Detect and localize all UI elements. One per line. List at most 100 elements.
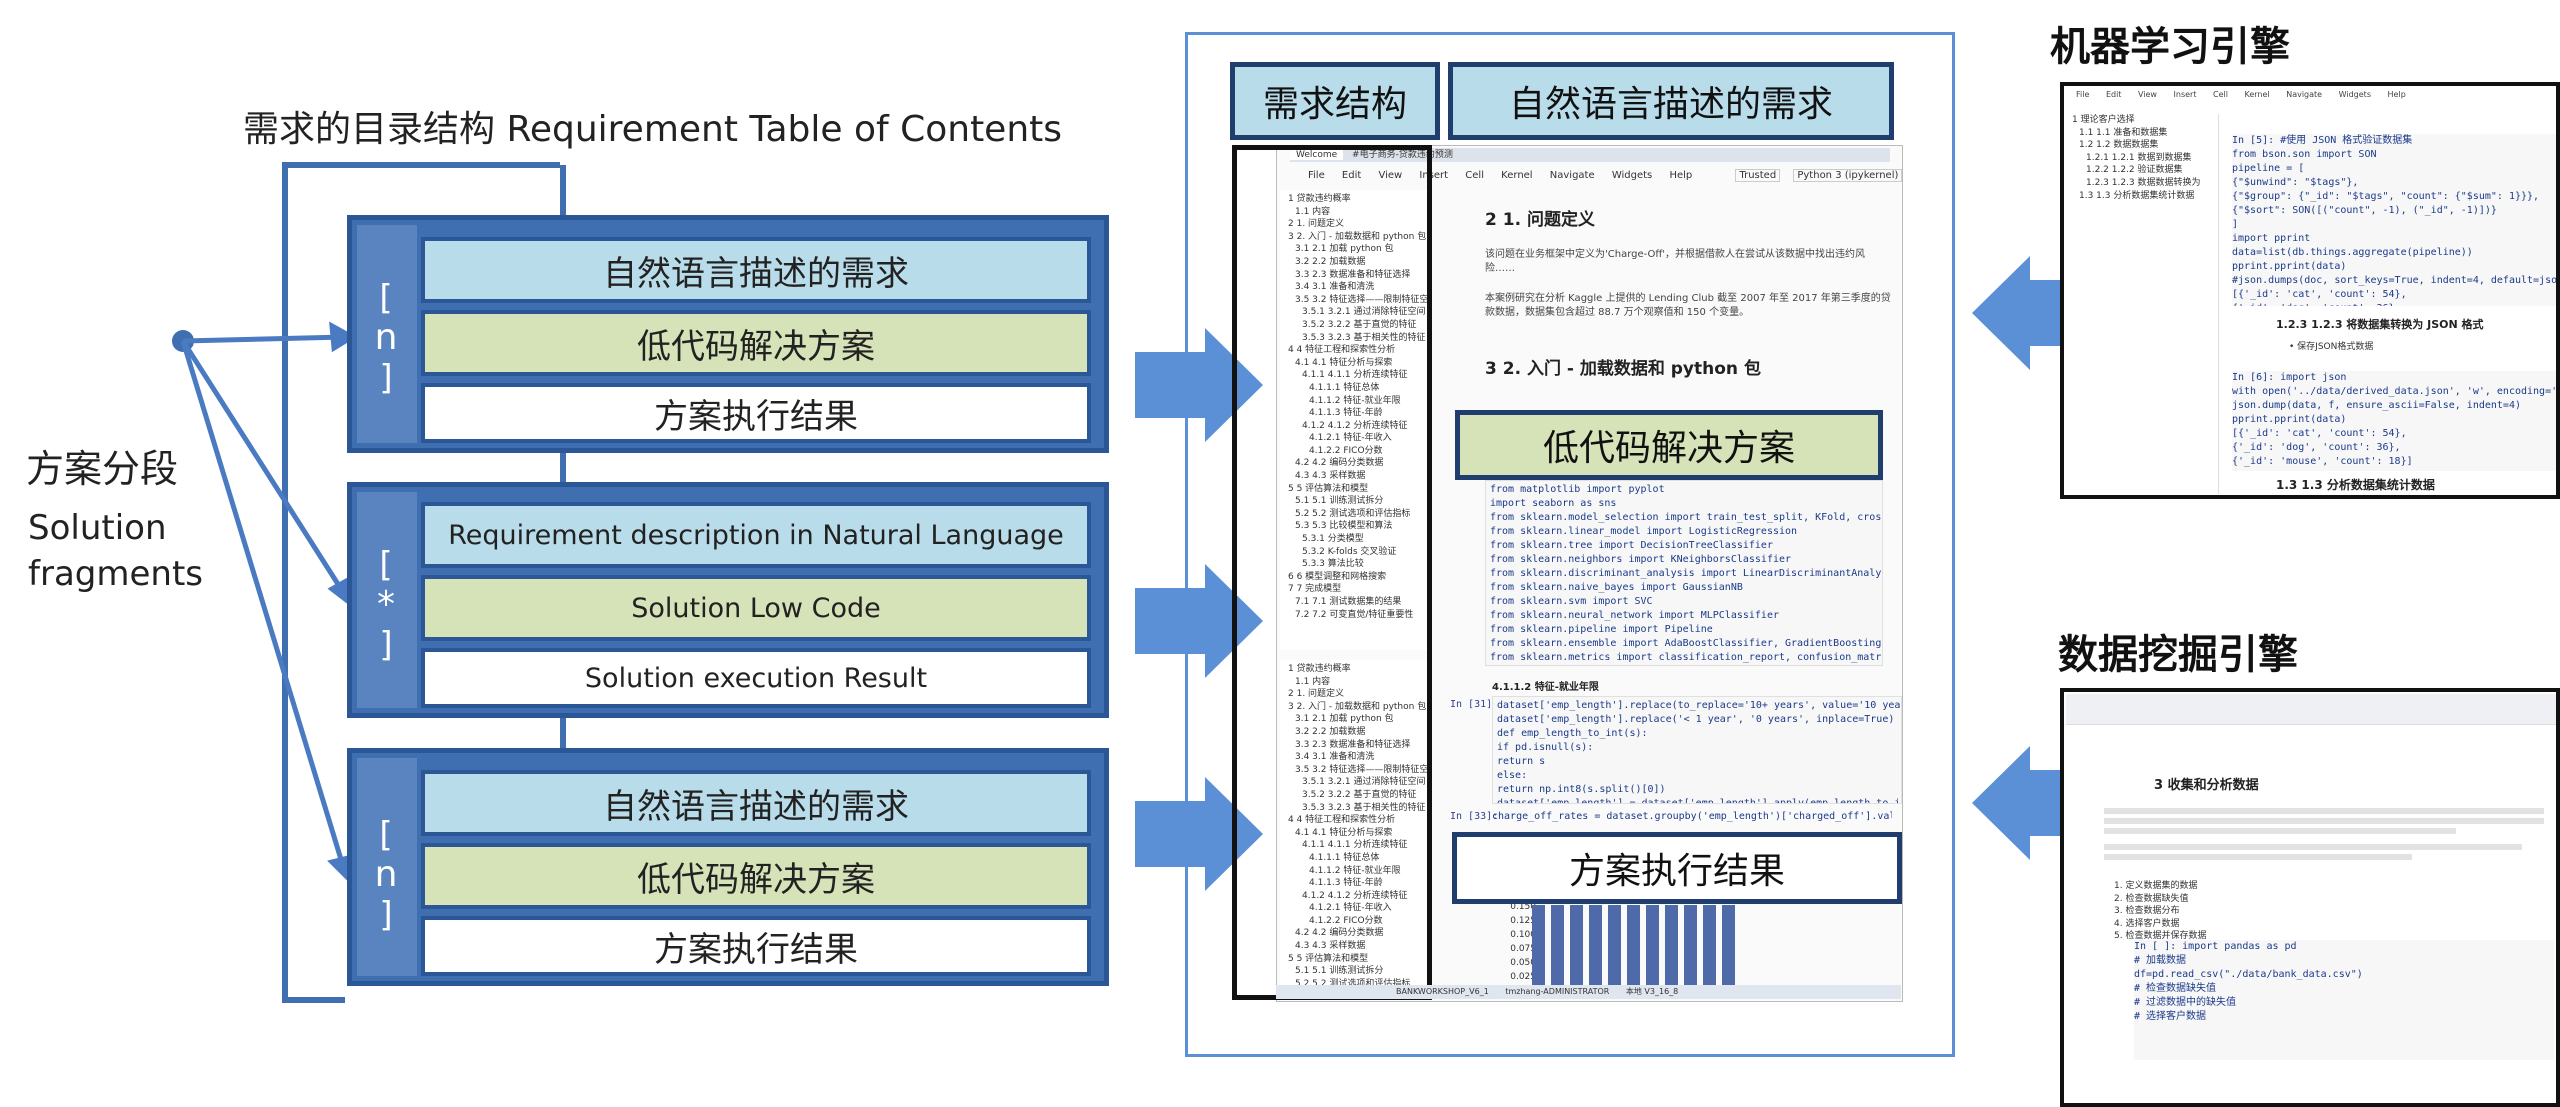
toc-title: 需求的目录结构 Requirement Table of Contents — [243, 109, 1063, 150]
menu-help[interactable]: Help — [1669, 170, 1693, 181]
code3-prompt: In [33]: — [1450, 811, 1499, 822]
toc-group-2-bracket: [ * ] — [360, 545, 412, 665]
toc-nav-item: 2 1. 问题定义 — [1288, 689, 1345, 700]
ml-nav-item: 1.2.1 1.2.1 数据到数据集 — [2086, 152, 2192, 163]
toc-group-1-side — [357, 225, 417, 443]
toc-group-3-bracket: [ n ] — [360, 815, 412, 935]
code-line: #json.dumps(doc, sort_keys=True, indent=… — [2232, 275, 2557, 286]
chart-bar — [1646, 905, 1659, 987]
toc-nav-item: 3 2. 入门 - 加载数据和 python 包 — [1288, 231, 1427, 242]
menu-widgets[interactable]: Widgets — [1611, 170, 1653, 181]
menu-view[interactable]: View — [1378, 170, 1403, 181]
toc-nav-item: 1 贷款违约概率 — [1288, 664, 1351, 674]
code-line: data=list(db.things.aggregate(pipeline)) — [2232, 247, 2473, 258]
menu-edit[interactable]: Edit — [1341, 170, 1362, 181]
code-line: from sklearn.neural_network import MLPCl… — [1490, 610, 1779, 621]
menu-cell[interactable]: Cell — [1465, 170, 1484, 181]
code-line: [{'_id': 'cat', 'count': 54}, — [2232, 428, 2407, 439]
toc-group-2-result: Solution execution Result — [421, 648, 1091, 708]
toc-nav-item: 3.5.3 3.2.3 基于相关性的特征 — [1302, 802, 1426, 813]
tab-notebook[interactable]: #电子商务-贷款违约预测 — [1352, 150, 1453, 160]
code-line: # 过滤数据中的缺失值 — [2134, 997, 2237, 1008]
toc-nav-item: 5.3.3 算法比较 — [1302, 559, 1364, 570]
toc-nav-item: 4.1 4.1 特征分析与探索 — [1295, 827, 1393, 838]
ml-menu-view[interactable]: View — [2137, 90, 2157, 99]
toc-nav-item: 4.1 4.1 特征分析与探索 — [1295, 357, 1393, 368]
toc-nav-item: 4.3 4.3 采样数据 — [1295, 941, 1366, 952]
dm-toolbar — [2066, 694, 2556, 725]
menu-kernel[interactable]: Kernel — [1501, 170, 1533, 181]
toc-nav-item: 4.3 4.3 采样数据 — [1295, 471, 1366, 482]
toc-nav-item: 7 7 完成模型 — [1288, 584, 1342, 595]
bracket-close: ] — [379, 625, 393, 665]
markdown-heading-1: 2 1. 问题定义 — [1485, 210, 1595, 230]
toc-nav-item: 4.1.2 4.1.2 分析连续特征 — [1302, 890, 1408, 901]
ml-menu-insert[interactable]: Insert — [2173, 90, 2197, 99]
toc-group-1-bracket: [ n ] — [360, 278, 412, 398]
chart-bar — [1703, 905, 1716, 987]
toc-nav-item: 5.1 5.1 训练测试拆分 — [1295, 496, 1384, 507]
result-bar-chart — [1532, 905, 1735, 987]
fragment-line-1 — [182, 334, 346, 344]
code-line: In [5]: #使用 JSON 格式验证数据集 — [2232, 135, 2413, 146]
code-line: else: — [1497, 770, 1528, 781]
code-cell-emp-length[interactable]: dataset['emp_length'].replace(to_replace… — [1492, 696, 1902, 804]
ml-menu-help[interactable]: Help — [2387, 90, 2406, 99]
ml-nav-item: 1.1 1.1 准备和数据集 — [2079, 127, 2168, 138]
ml-menu-kernel[interactable]: Kernel — [2244, 90, 2270, 99]
toc-nav-item: 4.1.1.3 特征-年龄 — [1309, 878, 1383, 889]
ml-heading-2: 1.3 1.3 分析数据集统计数据 — [2276, 478, 2435, 492]
ml-menu-cell[interactable]: Cell — [2213, 90, 2228, 99]
code-line: # 加载数据 — [2134, 955, 2187, 966]
toc-nav-item: 4 4 特征工程和探索性分析 — [1288, 815, 1396, 826]
ml-nav-item: 1.2.2 1.2.2 验证数据集 — [2086, 165, 2183, 176]
code-cell-charge-off[interactable]: charge_off_rates = dataset.groupby('emp_… — [1492, 811, 1892, 822]
fragment-label-zh: 方案分段 — [26, 447, 179, 491]
taskbar-item-3[interactable]: 本地 V3_16_8 — [1625, 987, 1679, 996]
nav-frame-outline — [1232, 145, 1432, 1000]
toc-nav-item: 4.1.1.1 特征总体 — [1309, 852, 1380, 863]
toc-nav-item: 4.1.2.2 FICO分数 — [1309, 915, 1383, 926]
markdown-area: 2 1. 问题定义 该问题在业务框架中定义为'Charge-Off'，并根据借款… — [1485, 205, 1895, 405]
ml-menu-file[interactable]: File — [2076, 90, 2090, 99]
menu-insert[interactable]: Insert — [1419, 170, 1449, 181]
code-line: {"$sort": SON([("count", -1), ("_id", -1… — [2232, 205, 2497, 216]
ml-menu-navigate[interactable]: Navigate — [2286, 90, 2323, 99]
chart-tick-label: 0.025 — [1510, 972, 1536, 982]
code2-prompt: In [31]: — [1450, 699, 1499, 710]
menu-navigate[interactable]: Navigate — [1549, 170, 1595, 181]
code-line: {"$unwind": "$tags"}, — [2232, 177, 2359, 188]
toc-nav-item: 5.3 5.3 比较模型和算法 — [1295, 521, 1393, 532]
chart-tick-label: 0.125 — [1510, 916, 1536, 926]
taskbar-item-2[interactable]: tmzhang-ADMINISTRATOR — [1505, 987, 1610, 996]
chart-bar — [1608, 905, 1621, 987]
taskbar-item-1[interactable]: BANKWORKSHOP_V6_1 — [1396, 987, 1489, 996]
center-panel-frame — [1185, 32, 1955, 1057]
toc-nav-item: 3.5.2 3.2.2 基于直觉的特征 — [1302, 319, 1417, 330]
toc-nav-item: 4 4 特征工程和探索性分析 — [1288, 345, 1396, 356]
ml-bullet: • 保存JSON格式数据 — [2289, 342, 2374, 352]
toc-nav-item: 5.2 5.2 测试选项和评估指标 — [1295, 508, 1411, 519]
ml-menu: File Edit View Insert Cell Kernel Naviga… — [2066, 88, 2556, 102]
chart-tick-label: 0.100 — [1510, 930, 1536, 940]
tab-welcome[interactable]: Welcome — [1290, 150, 1344, 160]
bracket-multiplicity: * — [377, 584, 395, 625]
menu-file[interactable]: File — [1308, 170, 1325, 181]
ml-menu-edit[interactable]: Edit — [2105, 90, 2122, 99]
bracket-multiplicity: n — [374, 854, 398, 895]
toc-nav-item: 3.1 2.1 加载 python 包 — [1295, 714, 1394, 725]
toc-nav-item: 3.4 3.1 准备和清洗 — [1295, 752, 1375, 763]
ml-menu-widgets[interactable]: Widgets — [2338, 90, 2371, 99]
block-arrow-right-3 — [1135, 777, 1263, 891]
code-line: from sklearn.naive_bayes import Gaussian… — [1490, 582, 1743, 593]
